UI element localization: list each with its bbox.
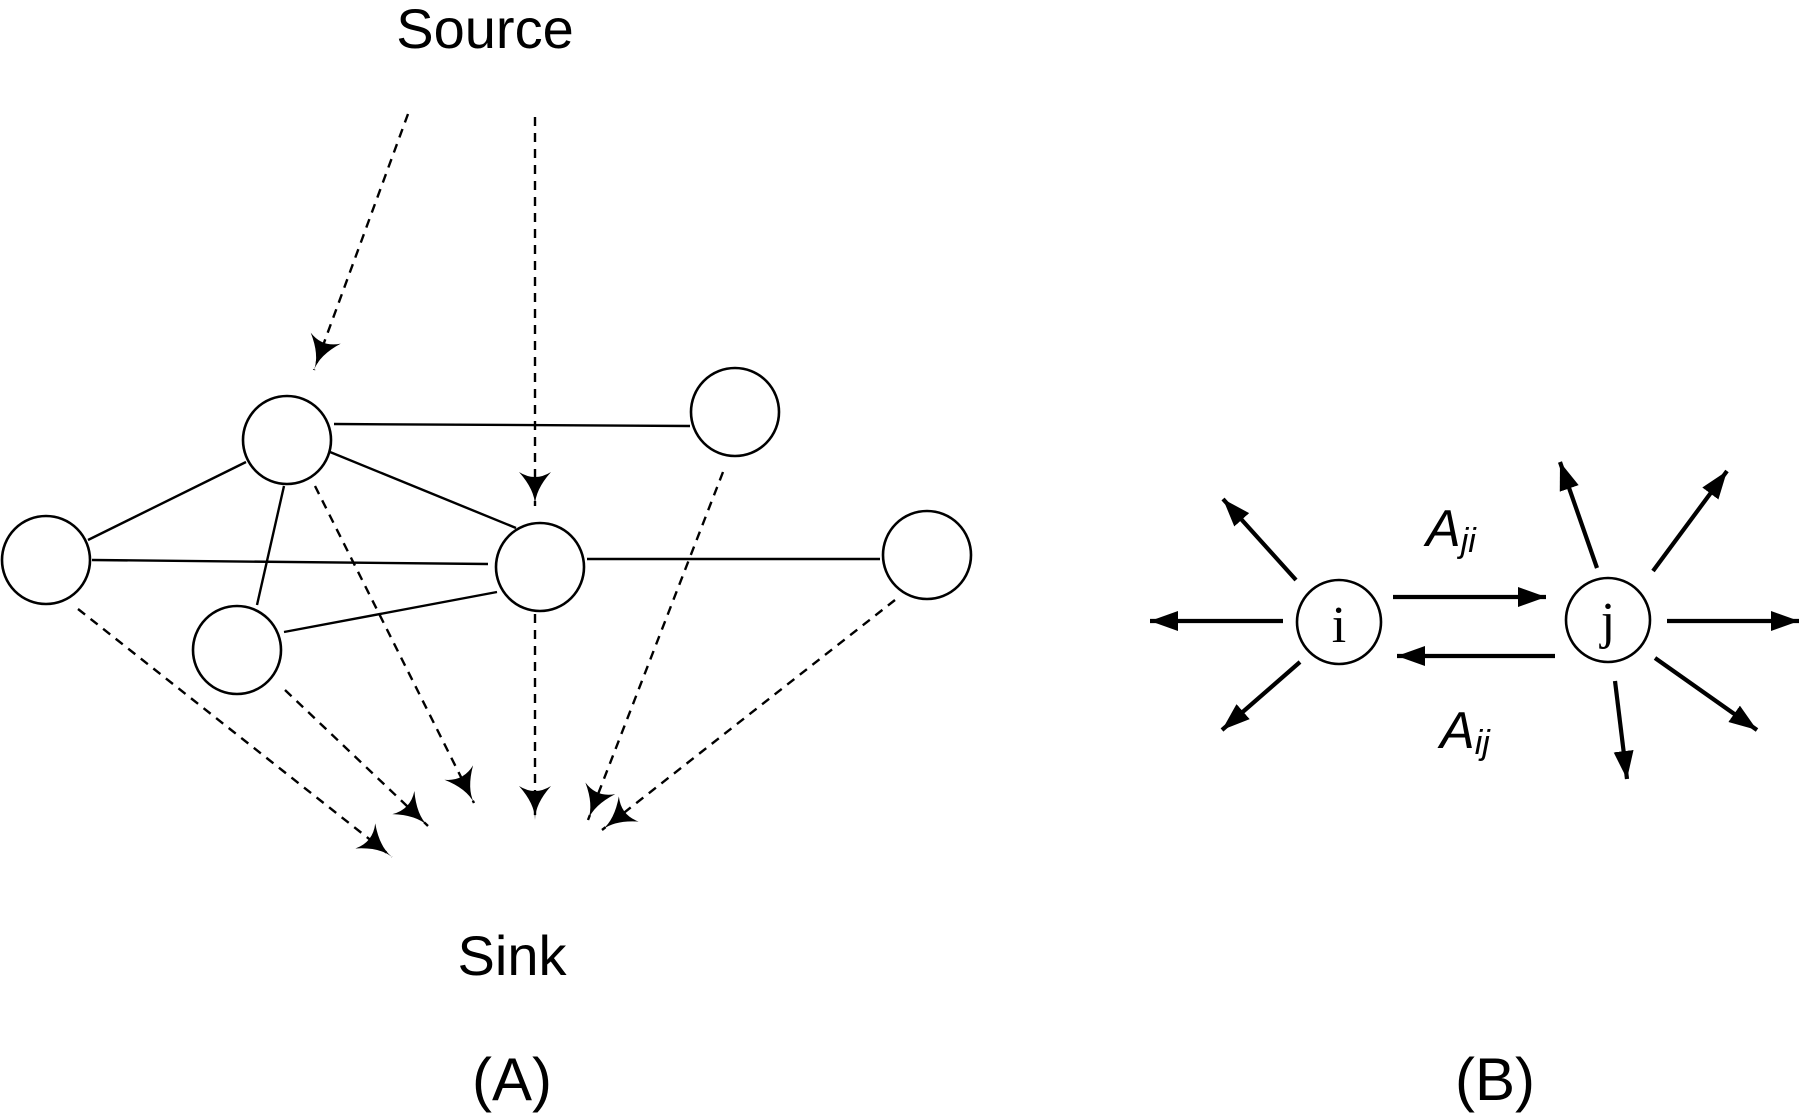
- arrow-j-down: [1612, 680, 1634, 780]
- node-i: [1295, 578, 1383, 666]
- node-j-label: j: [1599, 593, 1615, 650]
- network-edges: [87, 422, 880, 634]
- node-top-right: [689, 366, 781, 458]
- node-i-outgoing-arrows: [1150, 497, 1302, 732]
- edge-top-left-far-left: [87, 460, 247, 542]
- sink-arrow-far-left: [77, 608, 393, 858]
- arrow-j-up-right: [1651, 469, 1729, 573]
- sink-label: Sink: [458, 924, 568, 987]
- panel-b: Aji Aij i j (B): [1150, 461, 1799, 1113]
- node-j-outgoing-arrows: [1558, 461, 1799, 780]
- arrow-i-up-left: [1221, 497, 1298, 582]
- arrow-i-down-left: [1220, 660, 1302, 732]
- node-j: [1564, 576, 1652, 664]
- sink-arrows: [77, 471, 896, 858]
- edge-lower-left-center: [283, 590, 498, 634]
- sink-arrow-lower-left: [284, 689, 429, 827]
- edge-label-aij: Aij: [1437, 702, 1491, 762]
- source-arrow-left: [310, 113, 410, 371]
- edge-far-left-center: [91, 558, 489, 566]
- edge-top-left-top-right: [333, 422, 691, 428]
- source-label: Source: [396, 0, 573, 60]
- arrow-j-up: [1558, 461, 1599, 569]
- panel-b-label: (B): [1455, 1046, 1535, 1113]
- sink-arrow-top-left: [313, 485, 476, 804]
- panel-a: Source: [0, 0, 973, 1113]
- node-far-left: [0, 514, 92, 606]
- panel-a-label: (A): [472, 1046, 552, 1113]
- edge-label-aji: Aji: [1423, 500, 1477, 560]
- source-arrows: [310, 113, 551, 506]
- arrow-j-down-right: [1653, 656, 1759, 732]
- network-nodes: [0, 366, 973, 696]
- node-center: [494, 521, 586, 613]
- edge-top-left-center: [329, 450, 517, 530]
- sink-arrow-far-right: [601, 599, 896, 831]
- node-i-label: i: [1332, 597, 1346, 654]
- sink-arrow-top-right: [585, 471, 725, 821]
- node-top-left: [241, 394, 333, 486]
- edge-top-left-lower-left: [255, 485, 286, 606]
- node-lower-left: [191, 604, 283, 696]
- node-far-right: [881, 509, 973, 601]
